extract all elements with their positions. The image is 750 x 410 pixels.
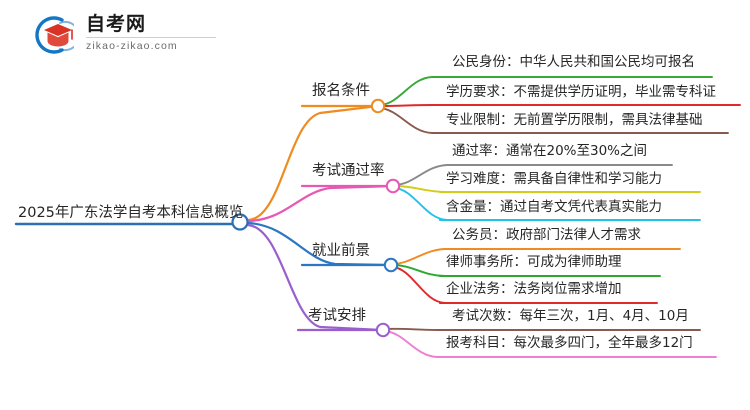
- mindmap-leaf-label[interactable]: 律师事务所：可成为律师助理: [446, 254, 622, 270]
- link-b3-leaf-6: [392, 248, 453, 265]
- link-b1-leaf-0: [379, 76, 447, 106]
- logo-text-group: 自考网 zikao-zikao.com: [86, 12, 226, 52]
- link-b3-leaf-8: [392, 266, 446, 304]
- logo-brand-name: 自考网: [86, 13, 147, 35]
- link-root-branch-2: [246, 184, 395, 223]
- logo-url: zikao-zikao.com: [86, 40, 178, 52]
- site-logo: 自考网 zikao-zikao.com: [30, 12, 230, 58]
- branch-2-node-dot: [385, 178, 401, 194]
- mindmap-leaf-label[interactable]: 学历要求：不需提供学历证明，毕业需专科证: [446, 84, 716, 100]
- link-root-branch-4: [246, 223, 385, 332]
- mindmap-leaf-label[interactable]: 通过率：通常在20%至30%之间: [452, 143, 648, 159]
- mindmap-leaf-label[interactable]: 企业法务：法务岗位需求增加: [446, 281, 622, 297]
- mindmap-branch-label-4[interactable]: 考试安排: [308, 308, 366, 324]
- logo-mark-icon: [30, 14, 81, 56]
- mindmap-leaf-label[interactable]: 报考科目：每次最多四门，全年最多12门: [446, 335, 693, 351]
- mindmap-leaf-label[interactable]: 考试次数：每年三次，1月、4月、10月: [452, 308, 689, 324]
- root-node-dot: [231, 213, 249, 231]
- mindmap-branch-label-3[interactable]: 就业前景: [312, 243, 370, 259]
- mindmap-leaf-label[interactable]: 公民身份：中华人民共和国公民均可报名: [452, 54, 695, 70]
- mindmap-leaf-label[interactable]: 含金量：通过自考文凭代表真实能力: [446, 199, 662, 215]
- branch-4-node-dot: [375, 322, 391, 338]
- link-root-branch-1: [246, 104, 380, 222]
- mindmap-branch-label-2[interactable]: 考试通过率: [312, 163, 385, 179]
- link-b4-leaf-10: [384, 330, 441, 358]
- mindmap-leaf-label[interactable]: 公务员：政府部门法律人才需求: [452, 227, 641, 243]
- link-b4-leaf-9: [384, 327, 453, 331]
- link-root-branch-3: [246, 221, 393, 267]
- mindmap-leaf-label[interactable]: 学习难度：需具备自律性和学习能力: [446, 171, 662, 187]
- link-b1-leaf-1: [379, 104, 441, 107]
- mindmap-branch-label-1[interactable]: 报名条件: [312, 83, 370, 99]
- logo-divider: [86, 37, 216, 38]
- mindmap-leaf-label[interactable]: 专业限制：无前置学历限制，需具法律基础: [446, 112, 703, 128]
- link-b1-leaf-2: [379, 107, 441, 134]
- branch-1-node-dot: [370, 98, 386, 114]
- branch-3-node-dot: [383, 257, 399, 273]
- link-b2-leaf-5: [394, 187, 448, 221]
- link-b2-leaf-3: [394, 164, 453, 186]
- mindmap-root-label[interactable]: 2025年广东法学自考本科信息概览: [18, 205, 244, 221]
